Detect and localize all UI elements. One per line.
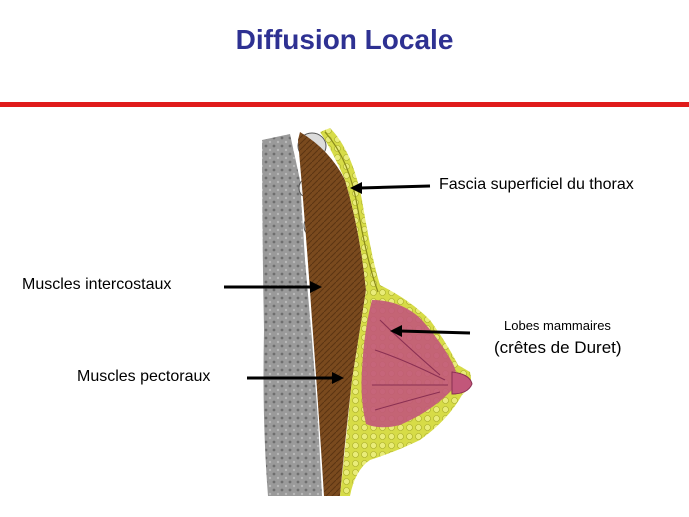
- label-mammary-lobes: Lobes mammaires: [504, 318, 611, 333]
- chest-wall: [262, 134, 322, 496]
- label-arrows: [224, 182, 471, 384]
- label-intercostal-muscles: Muscles intercostaux: [22, 276, 172, 293]
- page-title: Diffusion Locale: [235, 24, 454, 55]
- superficial-fascia-line: [324, 131, 379, 293]
- title-divider: [0, 102, 689, 107]
- label-fascia: Fascia superficiel du thorax: [439, 176, 634, 193]
- pectoral-muscle: [298, 132, 366, 496]
- nipple: [451, 371, 473, 395]
- label-duret-crests: (crêtes de Duret): [494, 338, 622, 357]
- lobe-details: [372, 319, 448, 411]
- label-pectoral-muscles: Muscles pectoraux: [77, 368, 211, 385]
